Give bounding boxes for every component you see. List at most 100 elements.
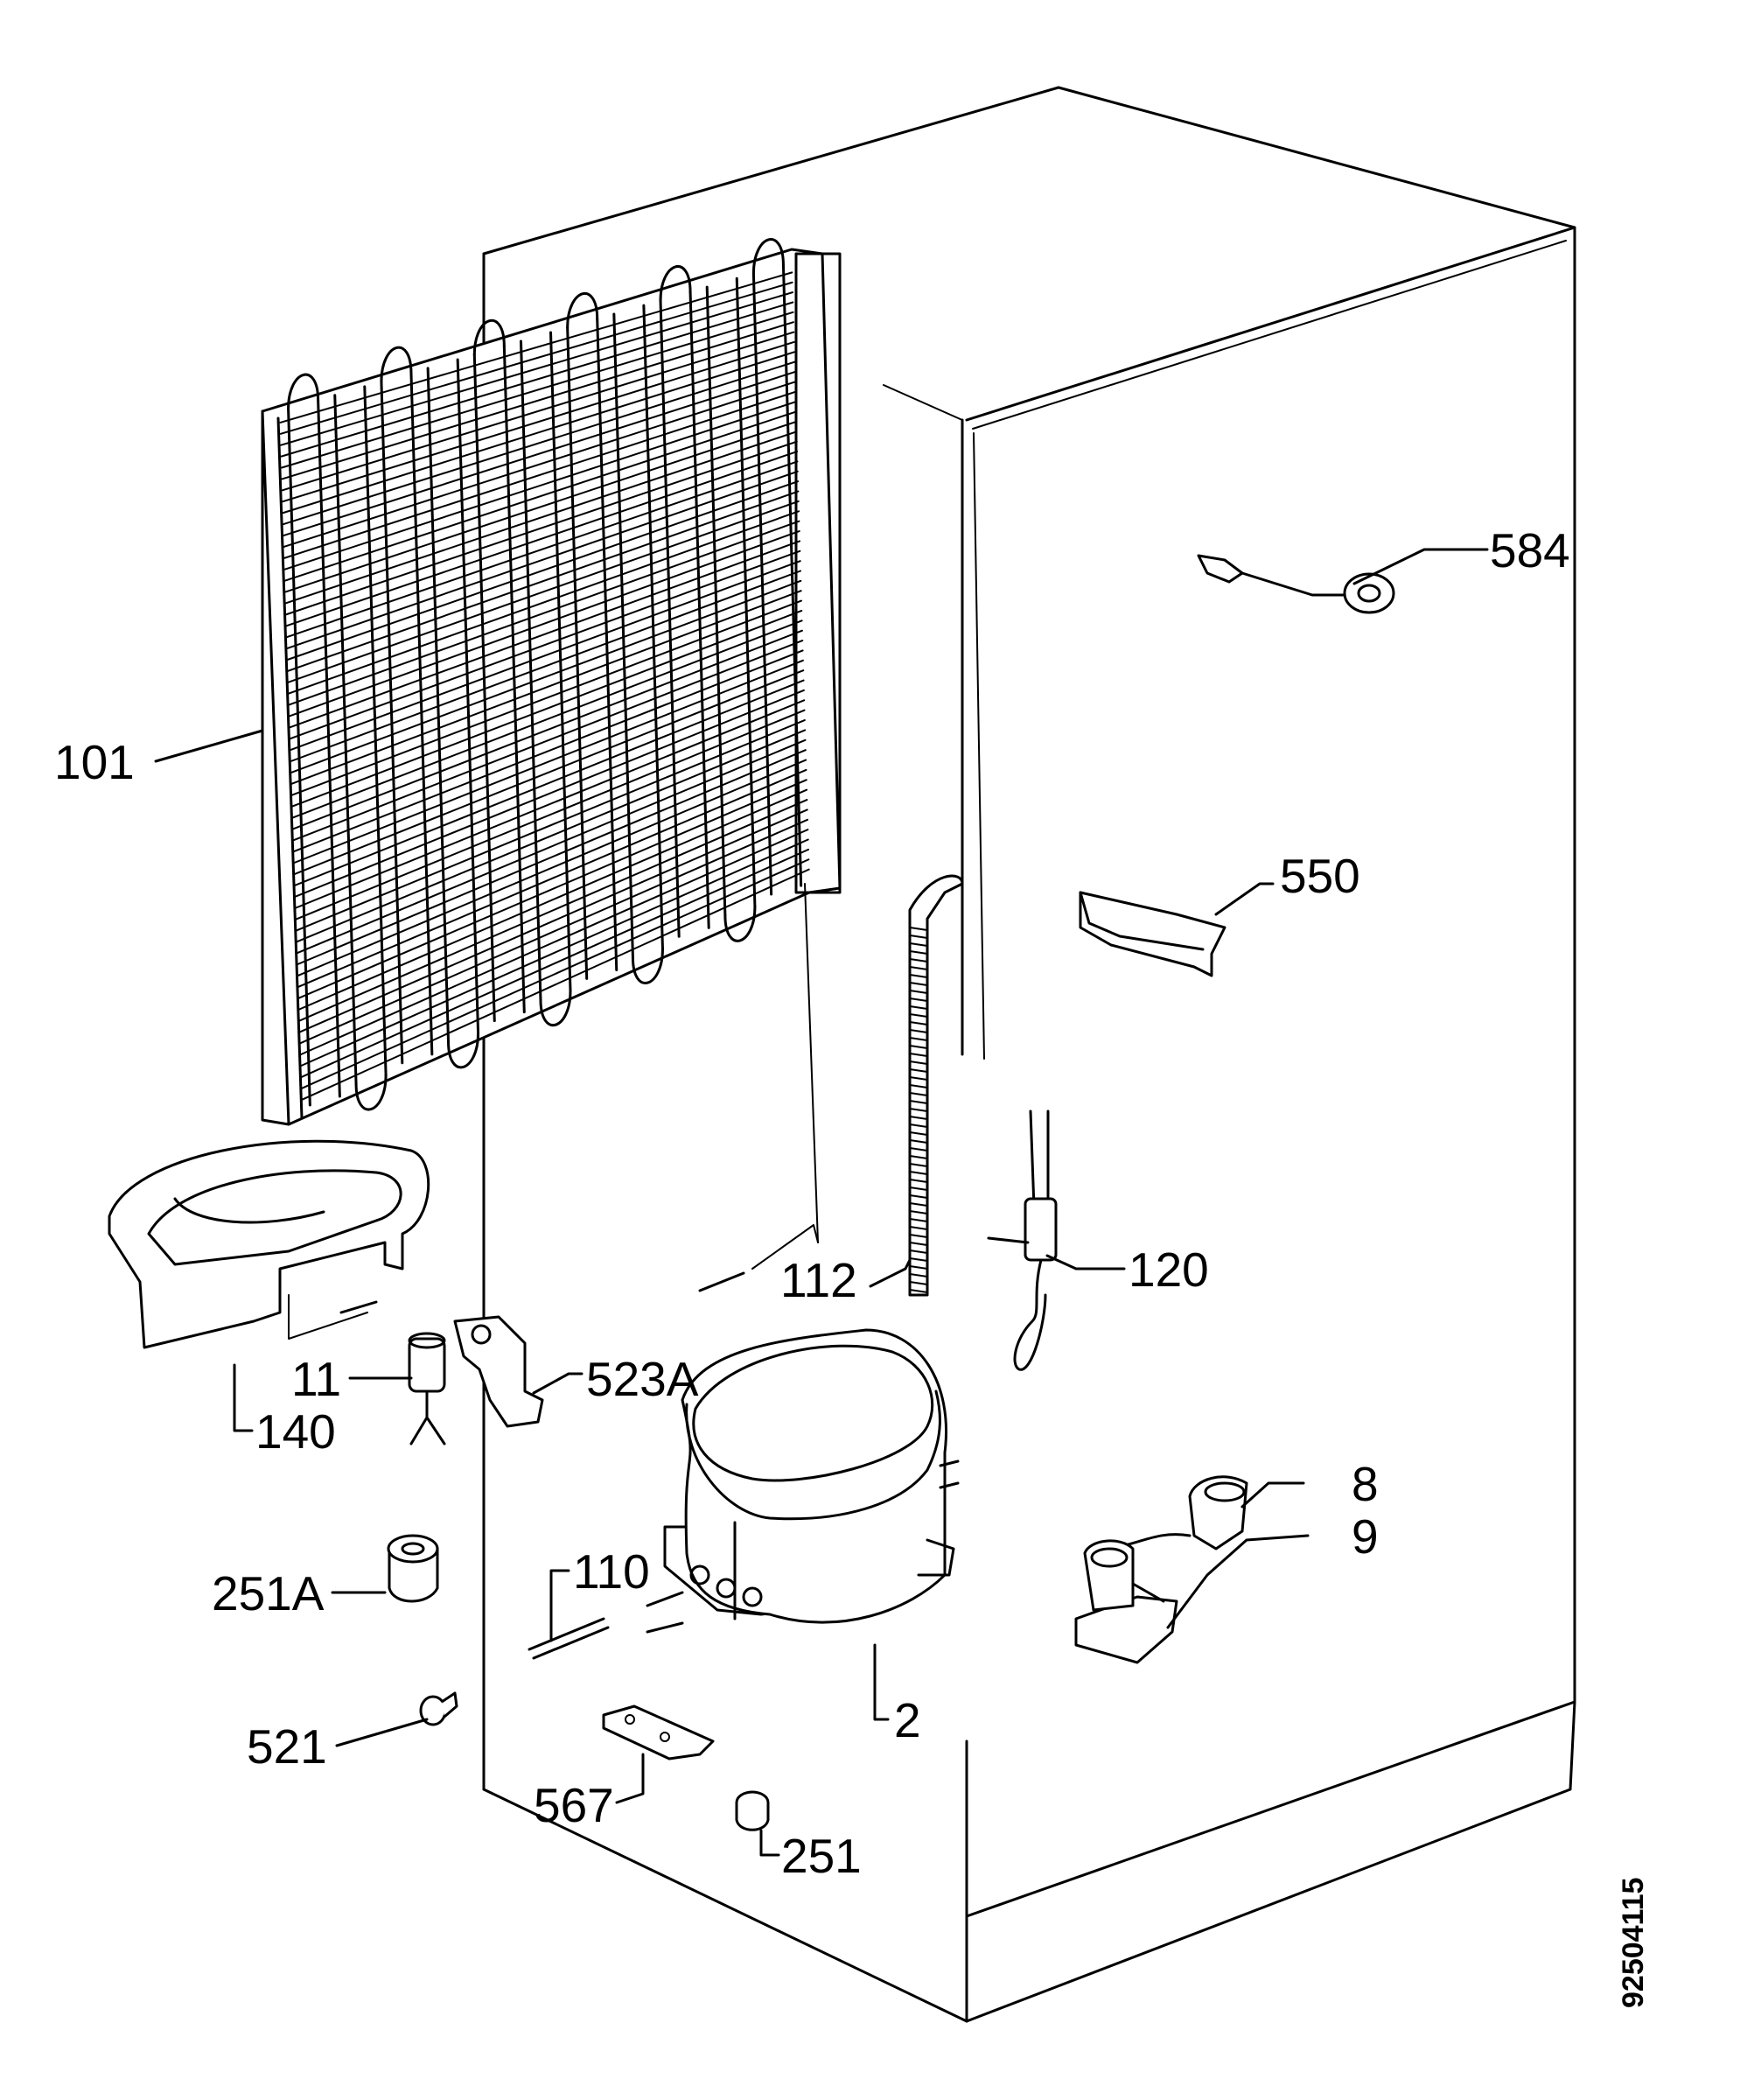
hose-ring <box>909 1194 928 1199</box>
hose-ring <box>909 1084 928 1088</box>
label-9: 9 <box>1352 1509 1379 1564</box>
document-id: 92504115 <box>1617 1878 1650 2008</box>
hose-ring <box>909 1218 928 1222</box>
label-140: 140 <box>255 1404 336 1459</box>
hose-ring <box>909 1060 928 1065</box>
label-521: 521 <box>247 1719 327 1774</box>
hose-ring <box>909 1171 928 1175</box>
bracket-550 <box>1079 891 1226 977</box>
condenser-bend <box>287 373 320 410</box>
drain-hose-112 <box>908 874 964 1297</box>
hose-ring <box>909 1289 928 1293</box>
label-112: 112 <box>780 1253 857 1307</box>
hose-ring <box>909 1100 928 1104</box>
hose-ring <box>909 1281 928 1285</box>
hose-ring <box>909 1147 928 1152</box>
hose-ring <box>909 942 928 947</box>
condenser-bend <box>380 346 413 383</box>
hose-ring <box>909 1116 928 1120</box>
label-584: 584 <box>1490 523 1570 578</box>
condenser-tube <box>566 326 589 980</box>
part-11 <box>408 1332 446 1446</box>
condenser-tube <box>781 263 803 887</box>
hose-ring <box>909 1013 928 1018</box>
hose-ring <box>909 1005 928 1010</box>
hose-ring <box>909 1068 928 1073</box>
compressor-2 <box>646 1328 960 1634</box>
drip-tray-140 <box>108 1139 430 1349</box>
condenser-101 <box>261 238 842 1292</box>
hose-ring <box>909 1210 928 1214</box>
condenser-tube <box>549 331 572 993</box>
hose-ring <box>909 1273 928 1278</box>
condenser-tube <box>333 394 358 1086</box>
condenser-tube <box>596 318 618 971</box>
hose-ring <box>909 1076 928 1081</box>
hose-ring <box>909 1179 928 1183</box>
condenser-tube <box>502 345 526 1014</box>
hose-ring <box>909 1108 928 1112</box>
hose-ring <box>909 982 928 986</box>
hose-ring <box>909 1029 928 1033</box>
condenser-tube <box>659 299 681 938</box>
relay-8 <box>1127 1475 1248 1550</box>
screw-521 <box>419 1691 458 1726</box>
hose-ring <box>909 1202 928 1207</box>
condenser-tube <box>705 285 727 917</box>
sensor-120 <box>987 1110 1058 1371</box>
hose-ring <box>909 966 928 970</box>
condenser-tube <box>642 304 664 950</box>
condenser-tube <box>426 367 451 1044</box>
label-2: 2 <box>894 1693 921 1747</box>
label-8: 8 <box>1352 1457 1379 1511</box>
label-251: 251 <box>781 1829 862 1883</box>
label-251a: 251A <box>212 1566 325 1620</box>
hose-ring <box>909 1226 928 1230</box>
condenser-bend <box>354 1074 388 1111</box>
hose-ring <box>909 1234 928 1238</box>
plate-567 <box>602 1704 715 1760</box>
condenser-bend <box>472 318 506 356</box>
condenser-tube <box>751 272 773 896</box>
hose-ring <box>909 1242 928 1246</box>
condenser-bend <box>659 265 692 303</box>
label-120: 120 <box>1129 1242 1209 1297</box>
condenser-tube <box>287 407 311 1107</box>
label-523a: 523A <box>586 1352 699 1406</box>
condenser-tube <box>409 371 434 1056</box>
condenser-bend <box>723 905 757 942</box>
condenser-tube <box>363 385 388 1077</box>
hose-ring <box>909 998 928 1002</box>
hose-ring <box>909 950 928 955</box>
label-101: 101 <box>54 735 135 789</box>
condenser-bend <box>751 238 785 276</box>
hose-ring <box>909 1257 928 1262</box>
condenser-tube <box>519 340 542 1001</box>
hose-ring <box>909 1265 928 1270</box>
condenser-bend <box>631 947 664 984</box>
condenser-tube <box>612 312 634 959</box>
tube-110 <box>528 1617 610 1660</box>
label-110: 110 <box>573 1544 650 1599</box>
hose-ring <box>909 1155 928 1159</box>
hose-ring <box>909 1139 928 1144</box>
hose-ring <box>909 1186 928 1191</box>
hose-ring <box>909 1037 928 1041</box>
hose-ring <box>909 934 928 939</box>
hose-ring <box>909 974 928 978</box>
hose-ring <box>909 1131 928 1136</box>
hose-ring <box>909 1092 928 1096</box>
condenser-tube <box>317 398 341 1098</box>
condenser-tube <box>456 358 480 1035</box>
grommet-251 <box>735 1790 770 1831</box>
hose-ring <box>909 958 928 962</box>
part-584 <box>1197 554 1395 614</box>
label-11: 11 <box>291 1352 341 1406</box>
hose-ring <box>909 990 928 994</box>
leader-lines <box>154 548 1489 1857</box>
condenser-bend <box>566 292 599 329</box>
condenser-tube <box>472 353 496 1023</box>
bracket-523a <box>453 1315 544 1428</box>
hose-ring <box>909 1021 928 1026</box>
